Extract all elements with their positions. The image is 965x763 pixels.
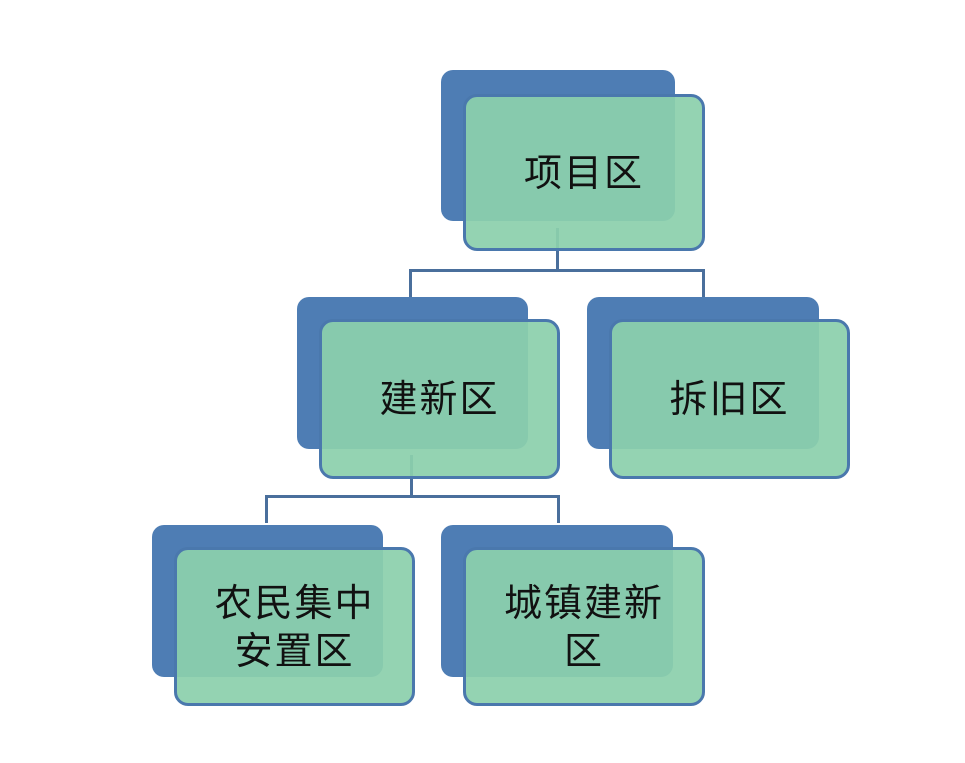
connector-to-new-area (409, 269, 412, 297)
connector-to-demolish-area (702, 269, 705, 297)
demolish-area-node-label: 拆旧区 (669, 377, 790, 421)
new-area-node[interactable]: 建新区 (319, 319, 560, 479)
demolish-area-node[interactable]: 拆旧区 (609, 319, 850, 479)
root-node-label: 项目区 (523, 150, 644, 195)
town-new-label-line2: 区 (563, 628, 604, 673)
town-new-label-line1: 城镇建新 (503, 580, 664, 625)
connector-level1-bar (409, 269, 705, 272)
connector-to-farmer-resettle (265, 495, 268, 523)
farmer-resettle-label-line1: 农民集中 (214, 580, 375, 625)
connector-level2-bar (265, 495, 560, 498)
farmer-resettle-node[interactable]: 农民集中 安置区 (174, 547, 415, 706)
new-area-node-label: 建新区 (379, 377, 500, 421)
root-node[interactable]: 项目区 (463, 94, 705, 251)
connector-to-town-new (557, 495, 560, 523)
farmer-resettle-label-line2: 安置区 (234, 628, 355, 673)
town-new-node[interactable]: 城镇建新 区 (463, 547, 705, 706)
